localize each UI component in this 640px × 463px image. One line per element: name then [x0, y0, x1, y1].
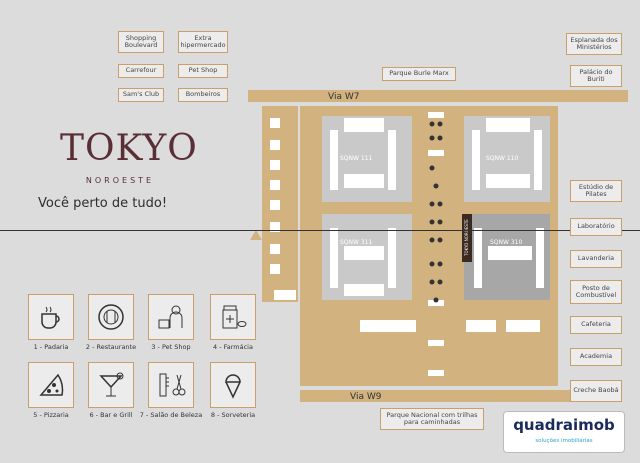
poi-farmacia-card: [210, 294, 256, 340]
block-label-311: SQNW 311: [340, 239, 372, 246]
tokyo-location-marker[interactable]: [462, 214, 472, 262]
label-posto-combustivel: Posto de Combustível: [570, 280, 622, 304]
label-academia: Academia: [570, 348, 622, 366]
road-via-w7: [248, 90, 628, 102]
pills-bottle-icon: [222, 305, 247, 329]
tokyo-marker-label: TOKYO NOROESTE: [464, 219, 469, 257]
poi-petshop-card: [148, 294, 194, 340]
label-cafeteria: Cafeteria: [570, 316, 622, 334]
label-palacio-buriti: Palácio do Buriti: [570, 65, 622, 87]
label-laboratorio: Laboratório: [570, 218, 622, 236]
label-parque-burle-marx: Parque Burle Marx: [382, 67, 456, 81]
plate-cutlery-icon: [98, 304, 124, 330]
tagline: Você perto de tudo!: [38, 196, 168, 211]
road-label-bottom: Via W9: [350, 392, 382, 402]
comb-scissors-icon: [159, 373, 186, 397]
poi-label-pizzaria: 5 - Pizzaria: [33, 411, 69, 419]
poi-label-padaria: 1 - Padaria: [33, 343, 69, 351]
poi-restaurante-card: [88, 294, 134, 340]
label-parque-nacional: Parque Nacional com trilhas para caminha…: [380, 408, 484, 430]
poi-salao-card: [148, 362, 194, 408]
pet-groomer-icon: [158, 305, 183, 329]
label-sams-club: Sam's Club: [118, 88, 164, 102]
logo-subtitle: NOROESTE: [85, 176, 155, 185]
label-shopping-boulevard: Shopping Boulevard: [118, 31, 164, 53]
pizza-slice-icon: [39, 373, 64, 396]
company-name: quadraimob: [513, 416, 615, 434]
poi-label-farmacia: 4 - Farmácia: [213, 343, 253, 351]
central-poi-dots: [429, 121, 443, 303]
block-label-110: SQNW 110: [486, 155, 518, 162]
quadraimob-logo: quadraimob soluções imobiliárias: [504, 412, 624, 452]
road-label-top: Via W7: [328, 92, 359, 102]
poi-label-restaurante: 2 - Restaurante: [85, 343, 137, 351]
tokyo-logo: TOKYO: [60, 128, 198, 169]
poi-label-bargrill: 6 - Bar e Grill: [89, 411, 133, 419]
label-esplanada: Esplanada dos Ministérios: [566, 33, 622, 55]
label-carrefour: Carrefour: [118, 64, 164, 78]
ice-cream-icon: [225, 374, 241, 399]
coffee-cup-icon: [41, 306, 60, 329]
horizontal-divider: [0, 230, 640, 231]
cocktail-icon: [99, 372, 124, 397]
company-tagline: soluções imobiliárias: [535, 438, 593, 444]
poi-label-salao: 7 - Salão de Beleza: [139, 411, 203, 419]
label-estudio-pilates: Estúdio de Pilates: [570, 180, 622, 202]
label-creche-baoba: Creche Baobá: [570, 380, 622, 402]
block-label-310: SQNW 310: [490, 239, 522, 246]
label-extra-hipermercado: Extra hipermercado: [178, 31, 228, 53]
poi-pizzaria-card: [28, 362, 74, 408]
poi-label-sorveteria: 8 - Sorveteria: [210, 411, 256, 419]
poi-bargrill-card: [88, 362, 134, 408]
road-via-w9: [300, 390, 622, 402]
poi-sorveteria-card: [210, 362, 256, 408]
poi-label-petshop: 3 - Pet Shop: [151, 343, 191, 351]
label-pet-shop-top: Pet Shop: [178, 64, 228, 78]
label-bombeiros: Bombeiros: [178, 88, 228, 102]
block-label-111: SQNW 111: [340, 155, 372, 162]
label-lavanderia: Lavanderia: [570, 250, 622, 268]
poi-padaria-card: [28, 294, 74, 340]
buildings: [270, 112, 544, 376]
